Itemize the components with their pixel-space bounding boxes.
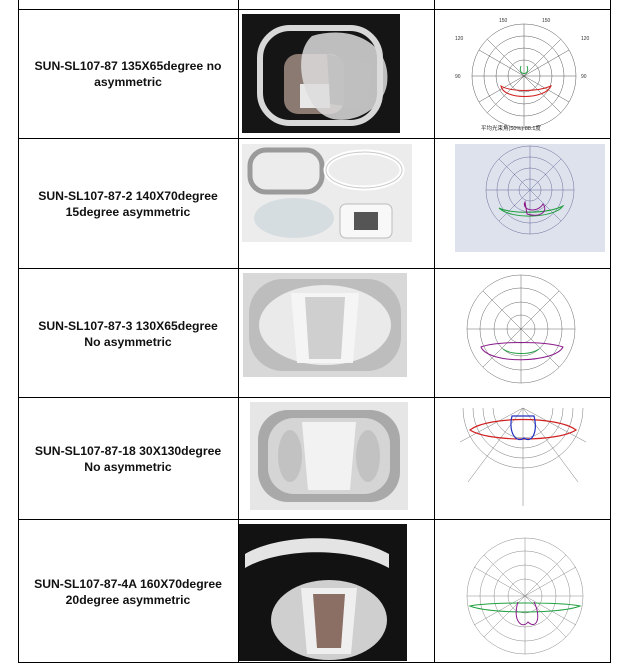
spec-table: SUN-SL107-87 135X65degree no asymmetric … — [18, 0, 611, 663]
product-name-line1: SUN-SL107-87-3 130X65degree — [38, 319, 218, 333]
polar-scale-label: 90 — [581, 74, 587, 80]
polar-scale-label: 150 — [542, 18, 551, 24]
product-name-line2: asymmetric — [94, 75, 162, 89]
polar-plot — [441, 271, 601, 389]
lens-photo — [250, 402, 408, 510]
polar-scale-label: 120 — [455, 36, 464, 42]
product-name: SUN-SL107-87-3 130X65degree No asymmetri… — [18, 318, 238, 350]
polar-scale-label: 120 — [581, 36, 590, 42]
product-name-line1: SUN-SL107-87 135X65degree no — [34, 59, 222, 73]
lens-photo — [239, 524, 407, 661]
product-name: SUN-SL107-87-18 30X130degree No asymmetr… — [18, 443, 238, 475]
product-name-line2: No asymmetric — [84, 335, 172, 349]
product-name: SUN-SL107-87-4A 160X70degree 20degree as… — [18, 576, 238, 608]
polar-plot: 150 150 120 120 90 90 平均光束角(50%):88.1度 — [441, 14, 607, 134]
lens-photo — [242, 144, 412, 242]
product-name-line2: 15degree asymmetric — [65, 205, 191, 219]
product-name-line1: SUN-SL107-87-18 30X130degree — [34, 444, 222, 458]
table-row — [18, 397, 611, 520]
table-row — [18, 268, 611, 398]
polar-scale-label: 90 — [455, 74, 461, 80]
table-row — [18, 9, 611, 139]
column-divider-2 — [434, 0, 435, 662]
table-right-border — [610, 0, 611, 662]
column-divider-1 — [238, 0, 239, 662]
polar-plot — [455, 144, 605, 252]
lens-photo — [242, 14, 400, 133]
product-name-line1: SUN-SL107-87-4A 160X70degree — [34, 577, 222, 591]
table-left-border — [18, 0, 19, 662]
lens-photo — [243, 273, 407, 377]
product-name-line2: 20degree asymmetric — [65, 593, 191, 607]
product-name: SUN-SL107-87 135X65degree no asymmetric — [18, 58, 238, 90]
product-name-line2: No asymmetric — [84, 460, 172, 474]
table-row — [18, 138, 611, 269]
product-name: SUN-SL107-87-2 140X70degree 15degree asy… — [18, 188, 238, 220]
polar-plot — [458, 402, 588, 510]
table-row-top — [18, 0, 611, 10]
polar-scale-label: 150 — [499, 18, 508, 24]
polar-footer: 平均光束角(50%):88.1度 — [481, 124, 541, 132]
polar-plot — [450, 522, 600, 660]
product-name-line1: SUN-SL107-87-2 140X70degree — [38, 189, 218, 203]
